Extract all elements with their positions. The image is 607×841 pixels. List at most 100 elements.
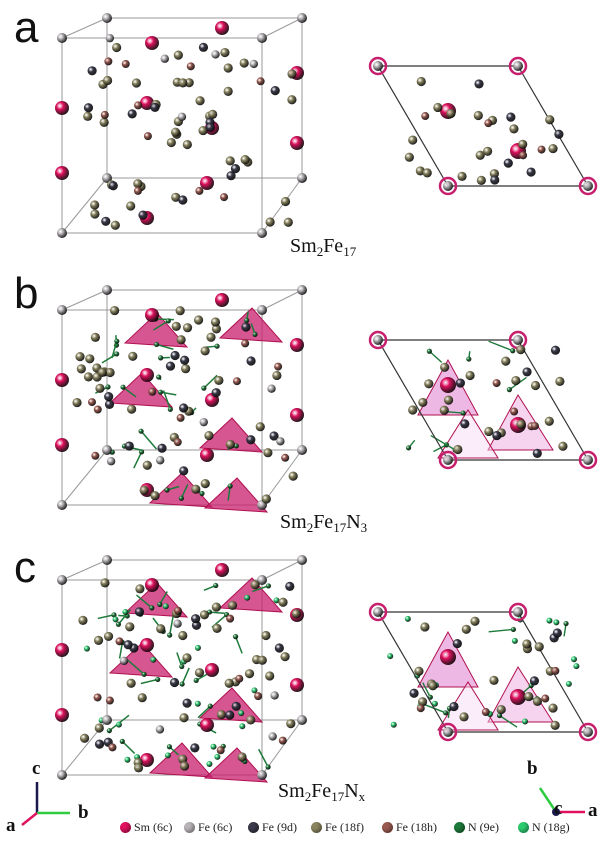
- atom-fe6c: [443, 181, 453, 191]
- atom-fe18f: [178, 754, 188, 764]
- atom-fe18f: [199, 610, 210, 620]
- atom-fe9d: [182, 698, 192, 708]
- atom-fe18h: [254, 692, 263, 701]
- atom-fe18f: [548, 143, 558, 154]
- atom-fe18f: [142, 460, 152, 470]
- atom-sm: [145, 308, 159, 322]
- atom-fe9d: [134, 607, 145, 617]
- atom-fe18h: [195, 186, 204, 195]
- n-bond: [140, 430, 158, 450]
- atom-fe9d: [180, 355, 190, 365]
- atom-fe6c: [102, 285, 112, 295]
- atom-fe18h: [186, 62, 195, 71]
- unit-cell-b-edge: [261, 289, 303, 311]
- atom-fe18f: [212, 623, 222, 633]
- atom-fe18h: [176, 413, 185, 422]
- atom-fe9d: [269, 431, 279, 441]
- atom-fe9d: [83, 103, 94, 113]
- atom-sm: [205, 663, 219, 677]
- atom-n18g: [431, 700, 438, 707]
- atom-fe18f: [90, 332, 100, 342]
- atom-fe18h: [537, 145, 546, 154]
- tetrahedron: [148, 472, 214, 508]
- atom-fe18f: [179, 713, 189, 723]
- atom-sm: [140, 368, 154, 382]
- atom-n18g: [251, 687, 258, 694]
- n-bond: [101, 353, 118, 364]
- atom-fe18f: [408, 135, 418, 145]
- atom-fe18h: [220, 193, 229, 202]
- atom-fe18f: [225, 156, 235, 166]
- tetrahedron-projection: [437, 681, 499, 731]
- atom-n9e: [105, 384, 111, 390]
- atom-n9e: [265, 583, 272, 589]
- atom-n18g: [214, 753, 221, 760]
- legend-swatch: [184, 822, 195, 833]
- atom-n18g: [553, 619, 560, 626]
- atom-fe18f: [287, 69, 297, 79]
- atom-fe9d: [179, 403, 189, 413]
- atom-fe9d: [205, 122, 215, 133]
- atom-fe9d: [138, 210, 148, 220]
- atom-fe18f: [428, 681, 438, 691]
- atom-fe18h: [235, 674, 244, 683]
- atom-fe18f: [97, 367, 107, 377]
- atom-fe18f: [265, 671, 275, 681]
- atom-n9e: [155, 676, 161, 683]
- legend-item-fe-18h: Fe (18h): [382, 820, 437, 835]
- atom-fe6c: [119, 656, 129, 666]
- atom-n9e: [207, 703, 213, 709]
- n-bond: [258, 748, 269, 768]
- atom-n18g: [83, 645, 90, 652]
- atom-fe9d: [449, 701, 459, 712]
- atom-fe18h: [416, 704, 425, 713]
- atom-fe18h: [226, 614, 235, 623]
- atom-n9e: [252, 331, 258, 337]
- n-bond: [252, 585, 269, 593]
- n-bond: [111, 340, 118, 359]
- atom-fe18f: [191, 484, 201, 494]
- atom-n9e: [179, 681, 185, 687]
- atom-fe18f: [558, 441, 568, 451]
- atom-fe6c: [513, 607, 523, 617]
- atom-fe6c: [257, 575, 267, 585]
- atom-fe18f: [216, 710, 227, 720]
- atom-n9e: [178, 495, 184, 501]
- corner-ring: [578, 176, 598, 196]
- n-bond: [168, 615, 175, 636]
- atom-n9e: [141, 671, 147, 677]
- atom-fe18f: [94, 723, 104, 733]
- atom-fe18f: [90, 209, 100, 219]
- n-bond: [155, 318, 174, 321]
- atom-fe6c: [177, 112, 187, 121]
- atom-fe18f: [93, 635, 104, 646]
- atom-fe9d: [104, 392, 114, 402]
- atom-fe6c: [583, 181, 593, 191]
- atom-n9e: [164, 487, 170, 493]
- legend-swatch: [518, 822, 529, 833]
- atom-sm: [200, 448, 214, 462]
- atom-fe18f: [516, 419, 526, 429]
- atom-fe18f: [291, 609, 301, 619]
- atom-sm: [215, 563, 229, 577]
- atom-n18g: [150, 656, 157, 663]
- atom-fe18f: [79, 733, 90, 743]
- legend-item-n-9e: N (9e): [454, 820, 499, 835]
- atom-fe18f: [171, 321, 181, 331]
- atom-fe18f: [99, 117, 109, 128]
- atom-n9e: [466, 356, 472, 362]
- atom-n18g: [238, 710, 245, 717]
- atom-fe18f: [220, 47, 230, 58]
- formula-sm2fe17: Sm2Fe17: [290, 235, 357, 259]
- atom-fe18h: [481, 708, 490, 717]
- atom-fe6c: [270, 691, 279, 700]
- atom-fe18f: [476, 175, 486, 185]
- atom-fe9d: [552, 628, 562, 638]
- atom-fe18h: [133, 186, 142, 195]
- atom-fe18f: [198, 125, 208, 136]
- atom-fe9d: [554, 129, 564, 139]
- axis-b-label-right: b: [527, 758, 538, 779]
- atom-fe18h: [530, 421, 539, 430]
- legend-swatch: [454, 822, 465, 833]
- atom-fe9d: [226, 171, 236, 181]
